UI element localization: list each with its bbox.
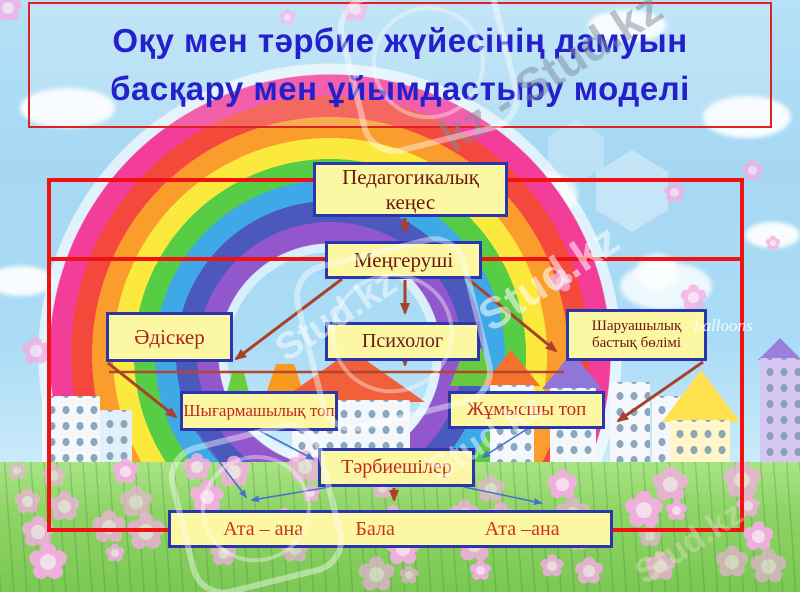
flower-decor — [645, 531, 655, 541]
flower-decor — [2, 2, 14, 14]
flower-decor — [556, 276, 566, 286]
flower-decor — [752, 530, 765, 543]
flower-decor — [485, 483, 497, 495]
flower-decor — [307, 489, 316, 498]
arrow-household-working — [616, 360, 704, 423]
title-box: Оқу мен тәрбие жүйесінің дамуын басқару … — [28, 2, 772, 128]
building — [610, 382, 650, 474]
title-line-2: басқару мен ұйымдастыру моделі — [110, 70, 690, 107]
flower-decor — [743, 501, 753, 511]
flower-decor — [40, 554, 57, 571]
node-label: Психолог — [361, 330, 444, 352]
node-creative-group: Шығармашылық топ — [180, 391, 338, 431]
node-household-department: Шаруашылық бастық бөлімі — [566, 309, 707, 361]
title-line-1: Оқу мен тәрбие жүйесінің дамуын — [112, 22, 688, 60]
node-pedagogical-council: Педагогикалық кеңес — [313, 162, 508, 217]
arrow-educators-parents-right — [463, 486, 543, 506]
cloud — [20, 88, 115, 128]
node-label: Меңгеруші — [353, 247, 454, 272]
arrow-creative-parents-left — [195, 430, 248, 499]
node-label: Шығармашылық топ — [183, 401, 335, 421]
node-working-group: Жұмысшы топ — [448, 391, 605, 429]
arrow-methodologist-creative — [107, 361, 178, 419]
family-parents-right: Ата –ана — [484, 517, 560, 540]
flower-decor — [670, 188, 679, 197]
flower-decor — [761, 559, 777, 575]
node-label: Шаруашылық бастық бөлімі — [591, 317, 682, 351]
node-methodologist: Әдіскер — [106, 312, 233, 362]
node-label: Жұмысшы топ — [466, 399, 587, 421]
flower-decor — [378, 484, 387, 493]
flower-decor — [369, 567, 385, 583]
flower-decor — [289, 543, 301, 555]
flower-decor — [672, 506, 681, 515]
flower-decor — [688, 292, 699, 303]
cloud — [588, 10, 666, 42]
node-family: Ата – ана Бала Ата –ана — [168, 510, 613, 548]
node-label: Тәрбиешілер — [341, 456, 452, 478]
node-psychologist: Психолог — [325, 322, 480, 361]
cloud — [703, 96, 791, 138]
flower-decor — [22, 496, 33, 507]
arrow-manager-household — [467, 277, 558, 353]
flower-decor — [120, 466, 131, 477]
arrow-educators-parents-left — [250, 486, 331, 503]
flower-decor — [770, 240, 777, 247]
flower-decor — [298, 460, 313, 475]
flower-decor — [748, 166, 757, 175]
flower-decor — [725, 555, 739, 569]
flower-decor — [405, 571, 414, 580]
arrow-creative-educators — [259, 430, 315, 460]
flower-decor — [350, 4, 361, 15]
flower-decor — [191, 461, 203, 473]
house — [760, 358, 800, 473]
flower-decor — [556, 478, 569, 491]
arrow-working-educators — [481, 428, 528, 459]
node-label: Әдіскер — [134, 324, 205, 349]
flower-decor — [476, 566, 485, 575]
flower-decor — [58, 500, 71, 513]
flower-decor — [284, 14, 292, 22]
flower-decor — [583, 565, 595, 577]
flower-decor — [218, 548, 229, 559]
family-parents-left: Ата – ана — [223, 517, 304, 540]
flower-decor — [654, 560, 667, 573]
flower-decor — [30, 345, 42, 357]
flower-decor — [200, 490, 215, 505]
flower-decor — [31, 525, 45, 539]
flower-decor — [547, 561, 557, 571]
arrow-manager-methodologist — [234, 277, 343, 361]
flower-decor — [129, 495, 143, 509]
node-manager: Меңгеруші — [325, 241, 482, 279]
node-educators: Тәрбиешілер — [318, 448, 475, 487]
flower-decor — [111, 549, 120, 558]
flower-decor — [49, 471, 59, 481]
node-label: Педагогикалық кеңес — [342, 165, 479, 214]
family-child: Бала — [355, 517, 395, 540]
flower-decor — [663, 477, 679, 493]
flower-decor — [13, 467, 22, 476]
flower-decor — [636, 502, 653, 519]
